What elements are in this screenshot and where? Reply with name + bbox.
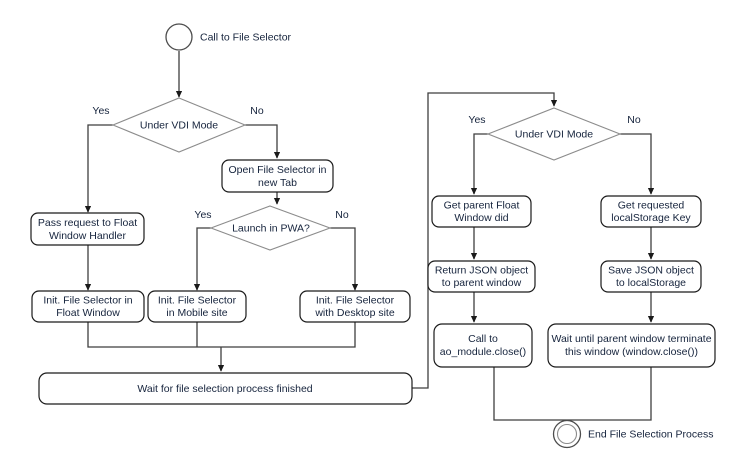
init-float-box [31,290,145,323]
init-float-line1: Init. File Selector in [43,294,132,306]
init-desktop-line2: with Desktop site [314,307,395,319]
get-parent-line2: Window did [454,212,508,224]
node-return-json: Return JSON object to parent window [427,260,536,293]
vdi1-yes-label: Yes [92,105,109,117]
vdi1-no-label: No [250,105,264,117]
pass-float-line1: Pass request to Float [38,217,137,229]
wait-terminate-box [547,323,716,368]
get-localstorage-line2: localStorage Key [611,212,691,224]
node-open-new-tab: Open File Selector in new Tab [221,159,334,193]
return-json-line2: to parent window [442,277,522,289]
wait-terminate-line2: this window (window.close()) [565,346,698,358]
init-mobile-box [147,290,247,323]
node-decision-pwa: Launch in PWA? Yes No [194,205,349,251]
init-desktop-box [299,290,411,323]
node-init-mobile: Init. File Selector in Mobile site [147,290,247,323]
node-get-localstorage: Get requested localStorage Key [600,195,702,228]
edge-wait-to-vdi2 [412,92,558,389]
vdi1-label: Under VDI Mode [140,119,218,131]
node-pass-float: Pass request to Float Window Handler [30,212,145,246]
return-json-line1: Return JSON object [435,264,528,276]
node-get-parent: Get parent Float Window did [431,195,532,228]
node-init-desktop: Init. File Selector with Desktop site [299,290,411,323]
get-localstorage-line1: Get requested [618,199,685,211]
vdi2-no-label: No [627,114,641,126]
end-label: End File Selection Process [588,428,713,440]
init-float-line2: Float Window [56,307,120,319]
edges-bridge [412,92,558,389]
node-start: Call to File Selector [165,23,292,51]
call-close-line2: ao_module.close() [440,346,526,358]
node-init-float: Init. File Selector in Float Window [31,290,145,323]
edge-pwa-yes [193,227,211,291]
wait-selection-box [38,372,413,405]
node-decision-vdi1: Under VDI Mode Yes No [92,97,264,153]
open-new-tab-line2: new Tab [258,177,297,189]
vdi2-yes-label: Yes [468,114,485,126]
pwa-diamond [209,205,332,251]
vdi2-diamond [486,107,622,161]
node-save-json: Save JSON object to localStorage [600,260,702,293]
node-wait-selection: Wait for file selection process finished [38,372,413,405]
start-label: Call to File Selector [200,31,292,43]
open-new-tab-box [221,159,334,193]
node-end: End File Selection Process [552,419,713,449]
pwa-label: Launch in PWA? [232,222,310,234]
edge-vdi1-yes [84,124,113,213]
edge-merge-bus [87,322,356,348]
init-mobile-line2: in Mobile site [166,307,227,319]
save-json-line2: to localStorage [616,277,686,289]
pwa-yes-label: Yes [194,209,211,221]
save-json-line1: Save JSON object [608,264,694,276]
init-desktop-line1: Init. File Selector [316,294,395,306]
wait-selection-line1: Wait for file selection process finished [137,383,312,395]
node-decision-vdi2: Under VDI Mode Yes No [468,107,641,161]
node-wait-terminate: Wait until parent window terminate this … [547,323,716,368]
edge-right-merge-bus [493,367,652,421]
start-circle-icon [165,23,193,51]
end-inner-circle-icon [556,423,578,445]
vdi2-label: Under VDI Mode [515,128,593,140]
get-localstorage-box [600,195,702,228]
edge-pwa-no [330,227,359,291]
open-new-tab-line1: Open File Selector in [228,164,326,176]
get-parent-line1: Get parent Float [444,199,520,211]
get-parent-box [431,195,532,228]
pass-float-line2: Window Handler [49,230,127,242]
edge-vdi2-no [620,133,655,195]
vdi1-diamond [111,97,247,153]
edge-vdi2-yes [470,133,488,195]
init-mobile-line1: Init. File Selector [158,294,237,306]
call-close-line1: Call to [468,333,498,345]
save-json-box [600,260,702,293]
edges-left [84,51,359,372]
pass-float-box [30,212,145,246]
edge-vdi1-no [245,124,281,159]
wait-terminate-line1: Wait until parent window terminate [551,333,711,345]
pwa-no-label: No [335,209,349,221]
node-call-close: Call to ao_module.close() [433,323,533,368]
return-json-box [427,260,536,293]
call-close-box [433,323,533,368]
